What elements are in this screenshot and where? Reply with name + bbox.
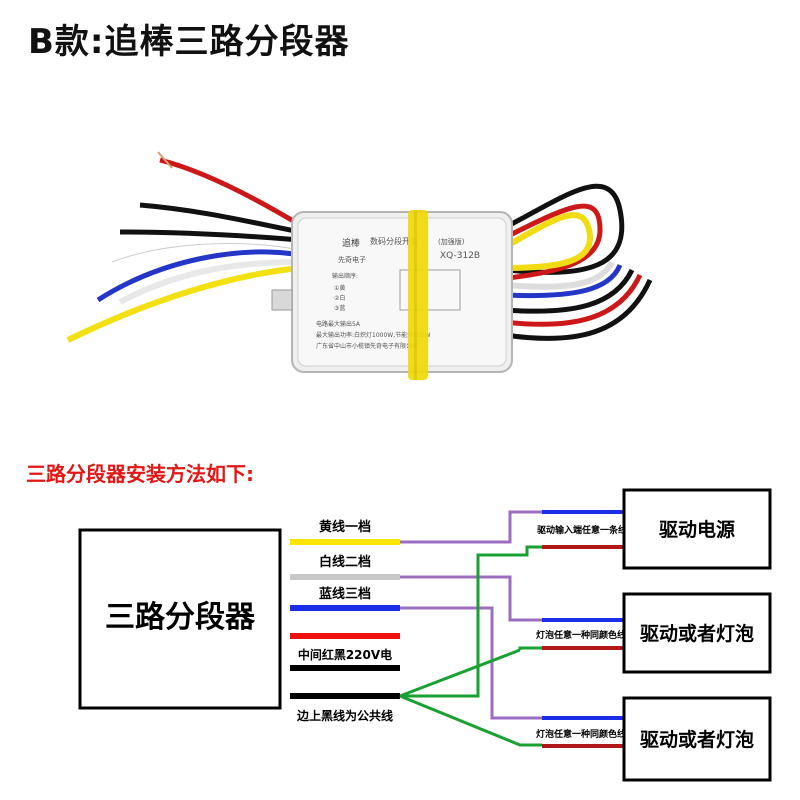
left-black-wire-2: [119, 229, 301, 243]
label-model-desc: 数码分段开关: [370, 236, 418, 246]
left-red-wire: [159, 157, 302, 228]
target-power-box: [622, 488, 772, 570]
left-black-wire: [139, 202, 301, 235]
target-power-label: 驱动电源: [659, 518, 735, 541]
label-row-1: ①黄: [334, 284, 345, 292]
installation-section-title: 三路分段器安装方法如下:: [26, 462, 254, 486]
purple-wire-white: [400, 575, 542, 622]
label-row-3: ③蓝: [334, 304, 345, 312]
purple-wire-blue: [400, 606, 542, 720]
yellow-strap: [408, 210, 428, 380]
label-row-2: ②白: [334, 294, 345, 302]
right-blue-wire: [504, 263, 623, 299]
label-row-0: 输出顺序:: [332, 272, 358, 280]
right-black-wire: [498, 183, 625, 275]
device-box-label: 三路分段器: [105, 600, 256, 635]
label-footer-3: 广东省中山市小榄镇先奇电子有限公司: [316, 342, 418, 350]
wire-label-white: 白线二档: [319, 554, 371, 570]
target-bulb1-box: [622, 592, 772, 674]
left-yellow-wire: [66, 265, 301, 343]
target-bulb2-box: [622, 696, 772, 782]
device-box: [78, 528, 282, 710]
label-footer-2: 最大输出功率:白炽灯1000W,节能灯600W: [316, 331, 431, 339]
label-brand: 追棒: [342, 237, 360, 249]
label-footer-1: 电路最大输出5A: [316, 320, 361, 328]
wire-label-blue: 蓝线三档: [319, 586, 371, 602]
wire-label-red: 中间红黑220V电: [298, 647, 392, 662]
connector-label-bulb1: 灯泡任意一种同颜色线: [536, 629, 626, 641]
right-yellow-wire: [498, 212, 594, 271]
label-model: XQ-312B: [440, 251, 480, 261]
target-bulb1-label: 驱动或者灯泡: [640, 622, 754, 645]
purple-wire-yellow: [400, 510, 542, 544]
connector-label-power: 驱动输入端任意一条线: [537, 524, 627, 536]
green-wire-power: [400, 545, 542, 698]
right-red-wire: [498, 203, 603, 281]
connector-label-bulb2: 灯泡任意一种同颜色线: [536, 728, 626, 740]
label-variant: (加强版): [438, 237, 465, 246]
wire-label-yellow: 黄线一档: [319, 519, 371, 535]
wiring-diagram: 三路分段器 黄线一档 白线二档 蓝线三档 中间红黑220V电 边上黑线为公共线 …: [78, 488, 772, 782]
product-photo: 追棒 先奇电子 数码分段开关 (加强版) XQ-312B 输出顺序: ①黄 ②白…: [66, 151, 653, 380]
green-wire-bulb2: [399, 694, 542, 747]
left-blue-wire: [96, 249, 301, 303]
target-bulb2-label: 驱动或者灯泡: [640, 728, 754, 751]
wire-label-common: 边上黑线为公共线: [296, 708, 393, 723]
green-wire-bulb1: [399, 648, 521, 698]
label-sub: 先奇电子: [338, 255, 366, 264]
page-title: B款:追棒三路分段器: [28, 22, 350, 62]
